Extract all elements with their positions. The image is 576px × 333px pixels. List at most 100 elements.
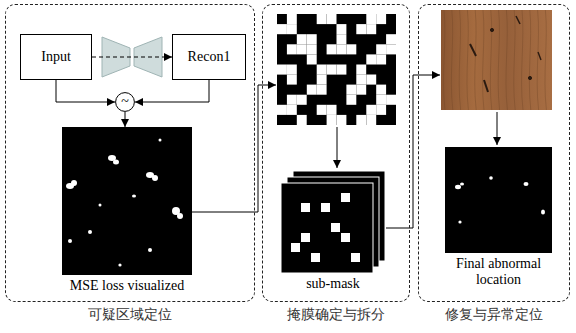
grain-line <box>483 10 484 110</box>
mask-cell <box>307 34 317 44</box>
mask-cell <box>366 115 376 125</box>
sub-mask-cell <box>301 203 310 212</box>
mask-cell <box>386 34 396 44</box>
mask-cell <box>307 54 317 64</box>
mask-cell <box>386 95 396 105</box>
mask-cell <box>327 115 337 125</box>
result-blobs <box>455 176 545 223</box>
mse-blob <box>148 248 152 252</box>
process-box: Input <box>20 34 92 80</box>
mask-cell <box>317 65 327 75</box>
mask-cell <box>337 24 347 34</box>
grain-line <box>498 10 499 110</box>
mask-cell <box>277 105 287 115</box>
mse-blob <box>113 160 119 165</box>
image-label: MSE loss visualized <box>32 278 222 294</box>
mask-cell <box>327 14 337 24</box>
mask-cell <box>287 105 297 115</box>
mask-cell <box>356 24 366 34</box>
result-blob <box>458 220 461 223</box>
stage-panel: 掩膜确定与拆分sub-mask <box>262 4 410 302</box>
result-blob <box>541 209 545 214</box>
mse-blob <box>88 230 92 234</box>
mask-cell <box>356 65 366 75</box>
circle-shape <box>116 93 135 112</box>
image-panel: MSE loss visualized <box>62 127 192 275</box>
mask-cells <box>277 14 396 125</box>
grain-line <box>522 10 523 110</box>
mask-cell <box>346 95 356 105</box>
mask-cell <box>317 14 327 24</box>
image-panel: sub-mask <box>281 171 385 273</box>
sub-mask-cell <box>351 253 360 262</box>
connector-arrow <box>135 80 209 102</box>
image-label: sub-mask <box>273 276 393 292</box>
defect-mark <box>528 76 531 79</box>
grain-line <box>475 10 476 110</box>
result-blob <box>455 185 461 189</box>
mask-cell <box>337 115 347 125</box>
mask-cell <box>277 24 287 34</box>
mask-cell <box>297 95 307 105</box>
mask-cell <box>287 95 297 105</box>
sub-mask-cell <box>311 253 320 262</box>
grain-line <box>459 10 460 110</box>
mask-cell <box>376 44 386 54</box>
image-label: Final abnormal location <box>439 256 559 288</box>
mse-blob <box>152 175 158 181</box>
mask-cell <box>386 44 396 54</box>
flow-arrow <box>337 127 338 168</box>
mask-cell <box>366 14 376 24</box>
mask-cell <box>356 115 366 125</box>
wood-image <box>441 10 552 110</box>
grain-line <box>537 10 538 110</box>
mask-cell <box>356 75 366 85</box>
mask-cell <box>287 14 297 24</box>
defect-mark <box>470 44 476 56</box>
mask-cell <box>366 24 376 34</box>
mask-cell <box>287 44 297 54</box>
result-blob <box>524 182 529 186</box>
process-box: Recon1 <box>172 34 246 80</box>
flow-arrow <box>386 75 440 228</box>
mask-cell <box>356 85 366 95</box>
mask-cell <box>297 34 307 44</box>
mask-cell <box>287 65 297 75</box>
grain-line <box>545 10 546 110</box>
grain-line <box>514 10 515 110</box>
grain-line <box>490 10 491 110</box>
stage-caption: 掩膜确定与拆分 <box>263 307 409 323</box>
sub-mask-cells <box>291 193 360 262</box>
mask-cell <box>327 65 337 75</box>
mask-cell <box>327 44 337 54</box>
defect-mark <box>516 16 520 24</box>
grain-line <box>467 10 468 110</box>
sub-mask-cell <box>341 193 350 202</box>
mask-cell <box>277 65 287 75</box>
stage-caption: 修复与异常定位 <box>419 307 569 323</box>
mask-cell <box>307 85 317 95</box>
mask-cell <box>376 14 386 24</box>
mask-cell <box>317 75 327 85</box>
sub-mask-cell <box>331 223 340 232</box>
mask-cell <box>366 54 376 64</box>
grain-line <box>529 10 530 110</box>
result-blob <box>460 182 464 185</box>
mse-blob <box>71 180 77 186</box>
mse-blobs <box>66 139 183 267</box>
mask-cell <box>366 75 376 85</box>
mask-cell <box>337 65 347 75</box>
mask-cell <box>297 44 307 54</box>
box-label: Recon1 <box>188 49 231 65</box>
mse-blob <box>68 239 72 243</box>
grain-line <box>444 10 445 110</box>
mask-cell <box>346 44 356 54</box>
compare-circle: ~ <box>115 92 135 112</box>
sub-mask-cell <box>291 243 300 252</box>
mse-image <box>62 127 192 275</box>
defect-mark <box>484 80 488 92</box>
stage-panel: 可疑区域定位InputRecon1~MSE loss visualized <box>5 4 255 302</box>
stage-panel: 修复与异常定位Final abnormal location <box>418 4 570 302</box>
connector-arrow <box>125 112 126 127</box>
